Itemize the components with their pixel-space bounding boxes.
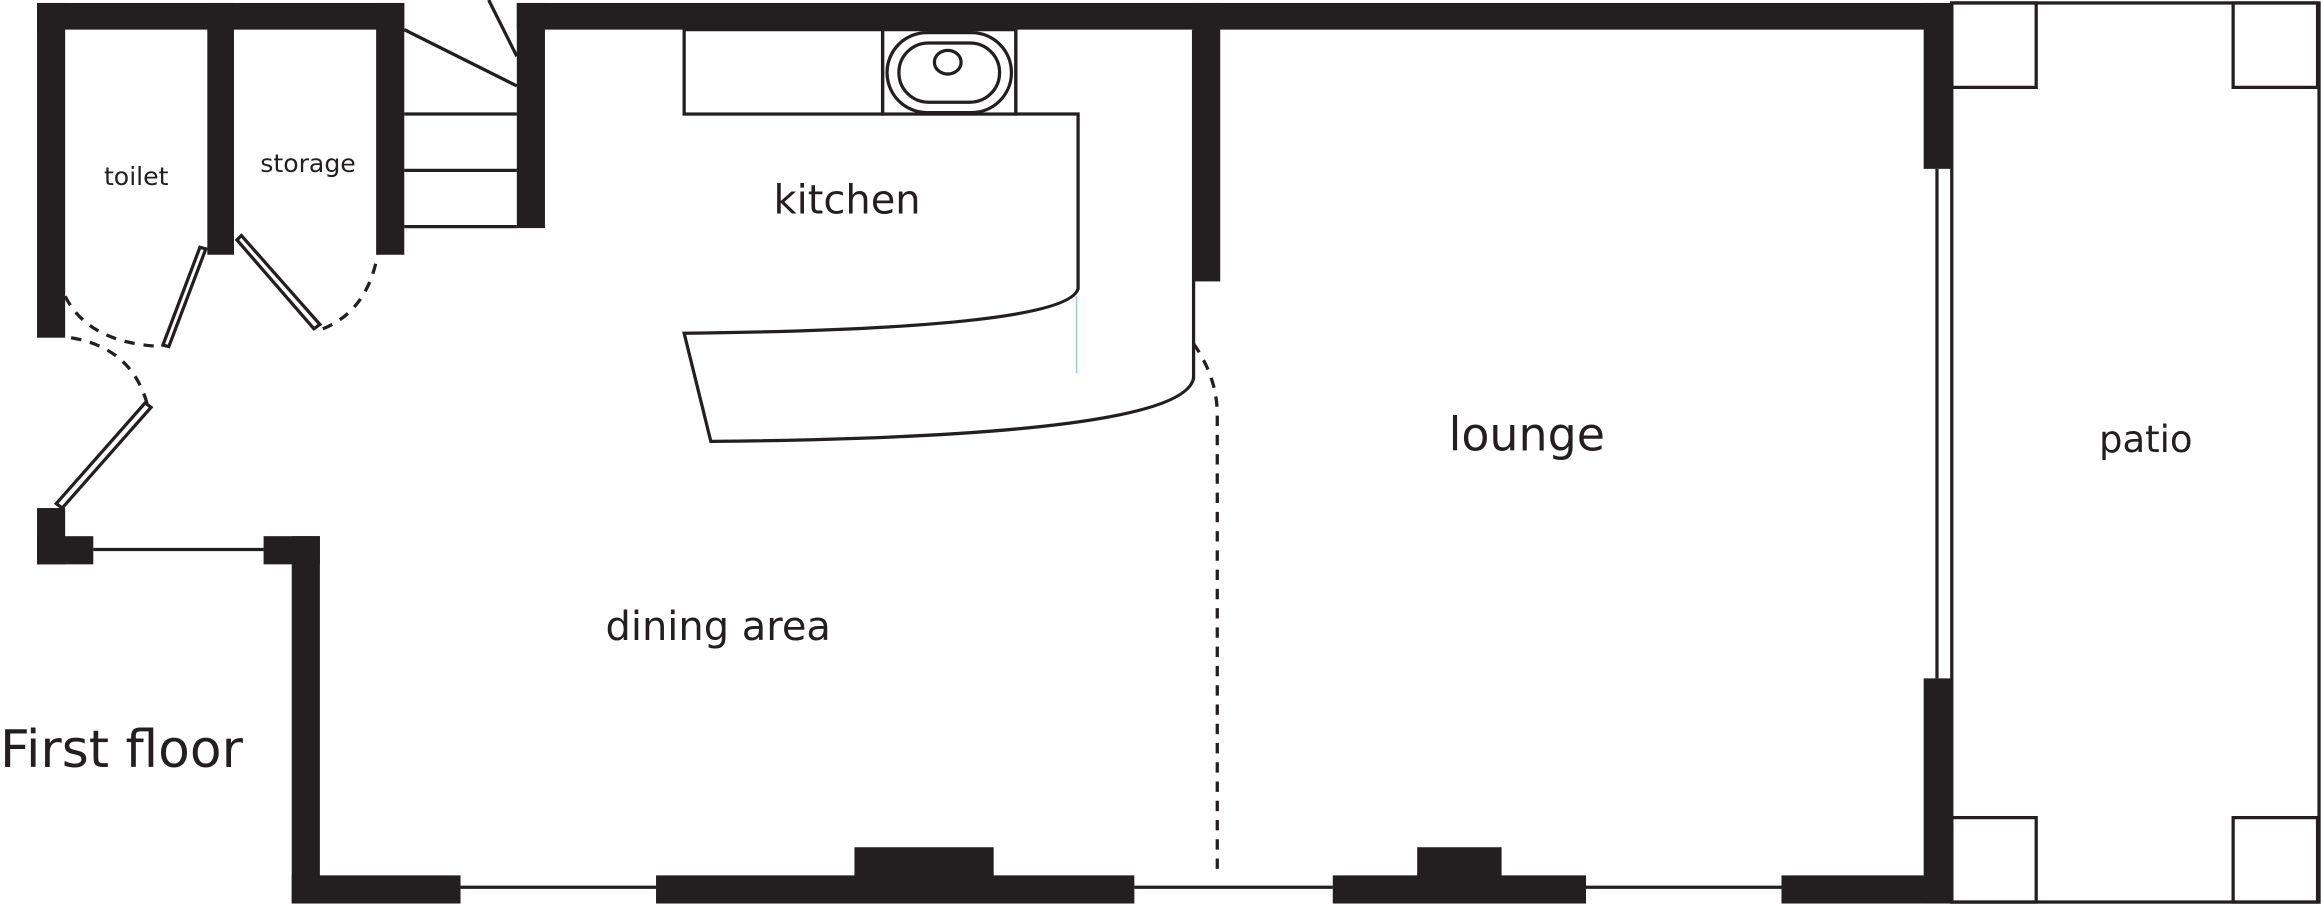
staircase: [403, 0, 519, 229]
kitchen-counter: [682, 27, 1196, 444]
room-label-lounge: lounge: [1449, 407, 1605, 461]
windows: [93, 168, 1939, 889]
room-label-storage: storage: [260, 149, 356, 178]
floor-title: First floor: [0, 720, 244, 780]
room-label-patio: patio: [2099, 418, 2193, 461]
room-label-toilet: toilet: [104, 162, 169, 191]
room-label-kitchen: kitchen: [773, 177, 920, 223]
walls: [37, 2, 1952, 904]
doors: [53, 233, 1219, 877]
patio-planters: [1950, 1, 2321, 904]
room-label-dining: dining area: [606, 604, 831, 650]
